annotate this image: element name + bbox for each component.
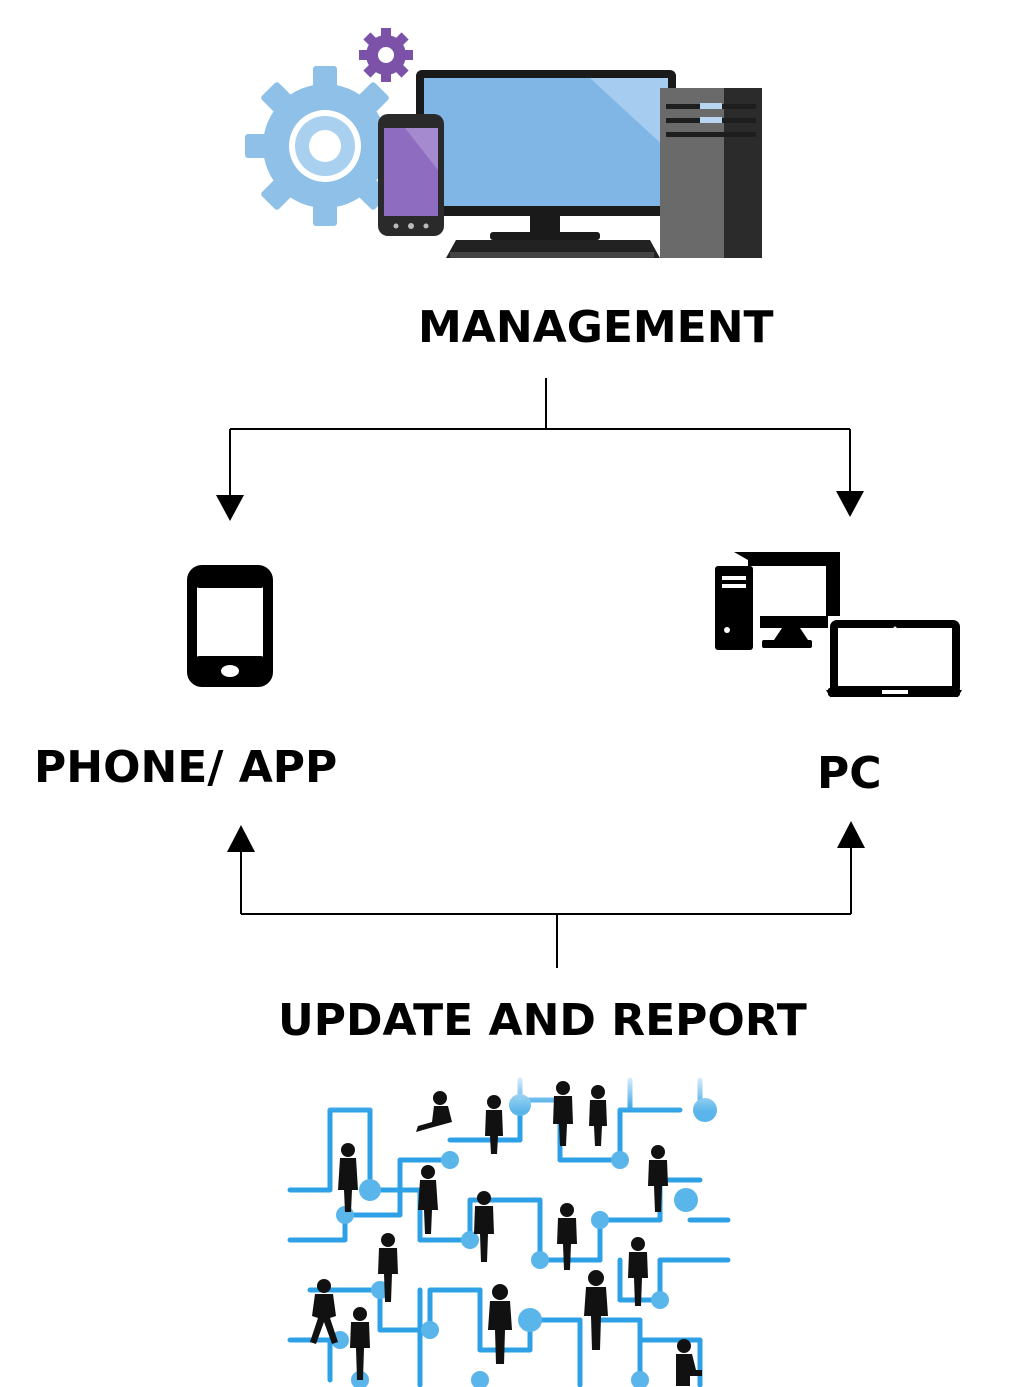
small-gear-icon (359, 28, 413, 82)
phone-device-icon (378, 114, 444, 236)
gear-icon (245, 66, 405, 226)
arrow-up-left-icon (227, 825, 255, 852)
update-and-report-label: UPDATE AND REPORT (278, 995, 807, 1046)
phone-app-label: PHONE/ APP (34, 742, 338, 793)
arrow-up-right-icon (837, 821, 865, 848)
monitor-icon (416, 70, 676, 258)
network-nodes (331, 1094, 717, 1387)
arrow-down-left-icon (216, 495, 244, 521)
pc-label: PC (817, 748, 882, 799)
network-lines (287, 1077, 731, 1387)
management-label: MANAGEMENT (418, 302, 774, 353)
tower-icon (660, 88, 762, 258)
people-silhouettes (310, 1081, 702, 1386)
arrow-down-right-icon (836, 491, 864, 517)
